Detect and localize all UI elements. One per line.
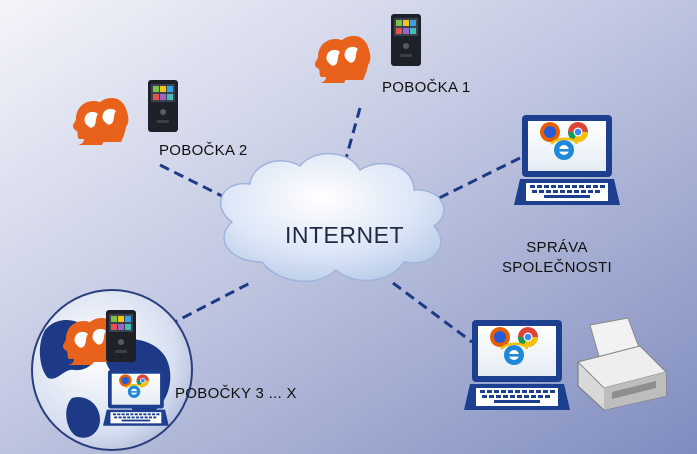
management-label: SPRÁVA SPOLEČNOSTI: [497, 239, 617, 276]
internet-label: INTERNET: [285, 222, 404, 249]
attendance-terminal-icon: [391, 14, 421, 66]
attendance-terminal-icon: [106, 310, 136, 362]
branches-more-label: POBOČKY 3 ... X: [175, 385, 297, 402]
laptop-icon: [464, 320, 570, 410]
management-label-line2: SPOLEČNOSTI: [497, 259, 617, 276]
branch2-label: POBOČKA 2: [159, 142, 248, 159]
laptop-icon: [514, 115, 620, 205]
laptop-icon: [103, 370, 169, 426]
attendance-terminal-icon: [148, 80, 178, 132]
management-label-line1: SPRÁVA: [497, 239, 617, 256]
branch1-label: POBOČKA 1: [382, 79, 471, 96]
